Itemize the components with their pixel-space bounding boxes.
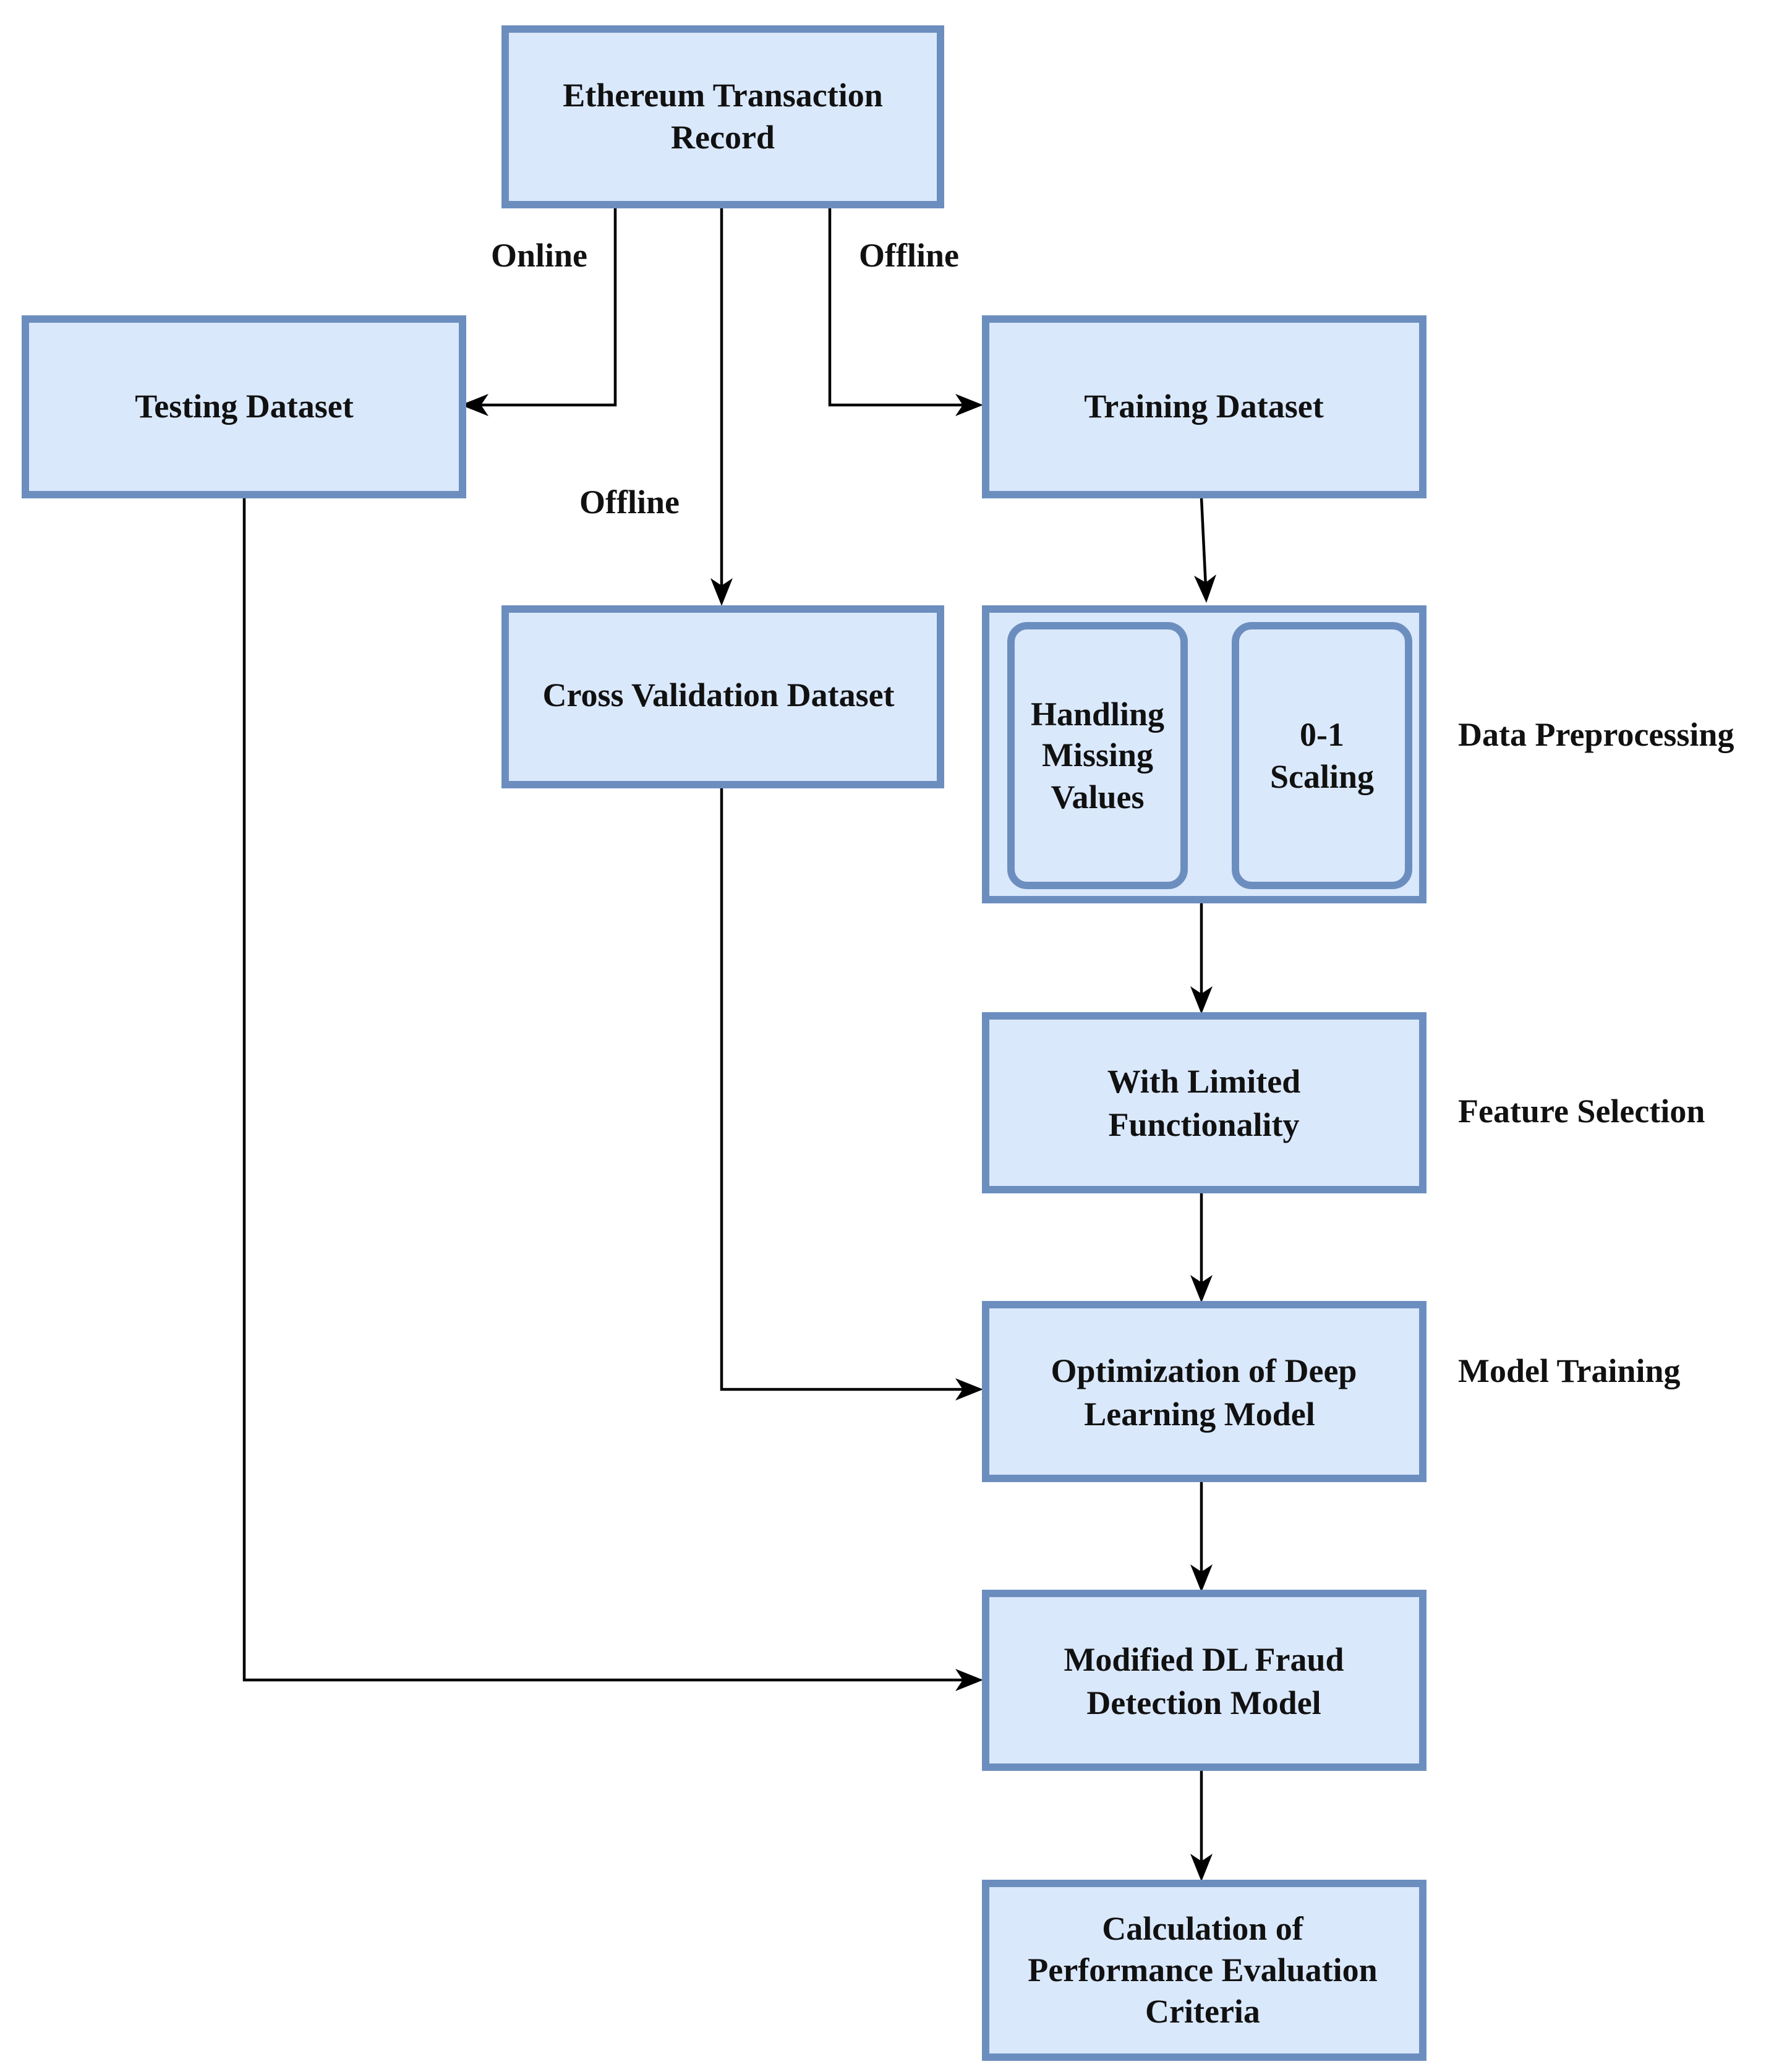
node-handling-missing-values: Handling Missing Values <box>1007 622 1188 889</box>
arrowhead-calculation <box>1190 1854 1213 1882</box>
node-testing-dataset: Testing Dataset <box>22 315 466 498</box>
edge-ethereum-to-training <box>828 207 971 407</box>
node-optimization-line-1: Optimization of Deep <box>1051 1352 1357 1389</box>
edges <box>242 207 1216 1882</box>
node-training-label: Training Dataset <box>1084 388 1324 425</box>
node-missing-line-3: Values <box>1051 778 1144 816</box>
node-calculation-of-performance-evaluation-criteria: Calculation of Performance Evaluation Cr… <box>982 1880 1426 2061</box>
edge-label-offline-training: Offline <box>859 237 959 274</box>
arrowhead-preprocessing <box>1194 574 1216 603</box>
node-ethereum-line-1: Ethereum Transaction <box>563 77 883 114</box>
node-modified-line-1: Modified DL Fraud <box>1064 1641 1344 1678</box>
node-modified-dl-fraud-detection-model: Modified DL Fraud Detection Model <box>982 1590 1426 1771</box>
node-cross-validation-label: Cross Validation Dataset <box>542 676 894 714</box>
arrowhead-optimization-left <box>955 1378 983 1401</box>
node-training-dataset: Training Dataset <box>982 315 1426 498</box>
node-modified-line-2: Detection Model <box>1086 1684 1321 1721</box>
stage-label-model-training: Model Training <box>1458 1352 1681 1389</box>
node-data-preprocessing-group: Handling Missing Values 0-1 Scaling <box>982 605 1426 903</box>
node-scaling-line-2: Scaling <box>1270 758 1374 795</box>
arrowhead-training <box>955 394 983 416</box>
arrowhead-testing <box>461 394 488 416</box>
node-calculation-line-2: Performance Evaluation <box>1028 1951 1377 1989</box>
edge-cv-to-optimization <box>720 785 971 1391</box>
node-cross-validation-dataset: Cross Validation Dataset <box>501 605 944 788</box>
node-scaling-line-1: 0-1 <box>1300 716 1344 753</box>
arrowhead-cv <box>710 578 733 606</box>
edge-training-to-preprocessing <box>1200 497 1208 588</box>
node-limited-line-2: Functionality <box>1108 1106 1299 1143</box>
edge-label-online: Online <box>491 237 587 274</box>
node-limited-line-1: With Limited <box>1107 1063 1301 1100</box>
arrowhead-feature <box>1190 986 1213 1014</box>
edge-testing-to-modified <box>242 498 971 1682</box>
node-scaling: 0-1 Scaling <box>1232 622 1412 889</box>
stage-label-feature-selection: Feature Selection <box>1458 1093 1705 1130</box>
node-calculation-line-3: Criteria <box>1145 1993 1260 2030</box>
node-with-limited-functionality: With Limited Functionality <box>982 1012 1426 1193</box>
arrowhead-modified-top <box>1190 1564 1213 1592</box>
arrowhead-modified-left <box>955 1669 983 1691</box>
edge-label-offline-cv: Offline <box>579 484 680 521</box>
node-calculation-line-1: Calculation of <box>1102 1910 1304 1947</box>
arrowhead-optimization-top <box>1190 1275 1213 1303</box>
node-missing-line-1: Handling <box>1031 696 1164 733</box>
node-ethereum-transaction-record: Ethereum Transaction Record <box>501 25 944 208</box>
node-missing-line-2: Missing <box>1042 736 1153 774</box>
edge-ethereum-to-testing <box>467 207 617 407</box>
node-testing-label: Testing Dataset <box>135 388 354 425</box>
stage-label-data-preprocessing: Data Preprocessing <box>1458 716 1734 753</box>
node-optimization-line-2: Learning Model <box>1084 1396 1315 1433</box>
node-optimization-of-deep-learning-model: Optimization of Deep Learning Model <box>982 1301 1426 1482</box>
node-ethereum-line-2: Record <box>671 119 775 156</box>
